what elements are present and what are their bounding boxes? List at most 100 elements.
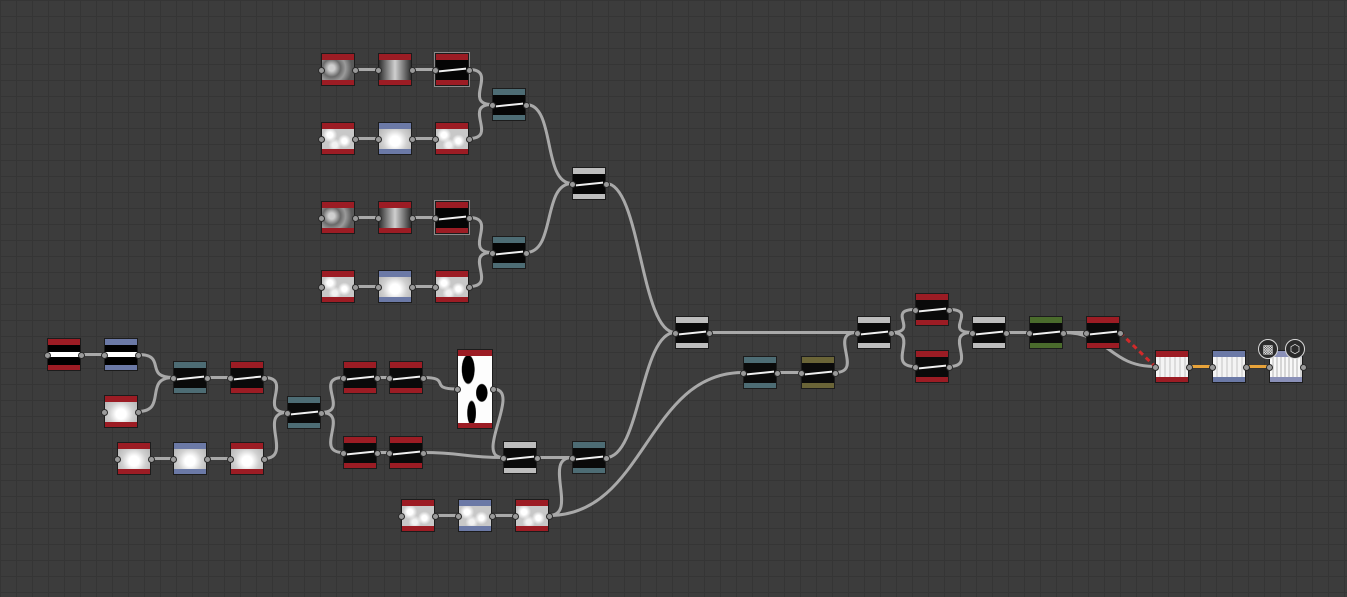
graph-node[interactable]: [47, 338, 81, 371]
connection-wire[interactable]: [605, 331, 676, 459]
connection-wire[interactable]: [834, 331, 858, 374]
graph-node[interactable]: [434, 200, 470, 235]
node-port[interactable]: [204, 374, 211, 382]
node-port[interactable]: [284, 409, 291, 417]
graph-node[interactable]: [457, 349, 493, 429]
connection-wire[interactable]: [948, 331, 973, 368]
connection-wire[interactable]: [525, 182, 573, 254]
connection-wire[interactable]: [468, 103, 493, 140]
node-port[interactable]: [1117, 329, 1124, 337]
graph-node[interactable]: [401, 499, 435, 532]
connection-wire[interactable]: [320, 411, 344, 454]
graph-node[interactable]: [343, 361, 377, 394]
connection-wire[interactable]: [263, 376, 288, 414]
node-port[interactable]: [466, 66, 473, 74]
graph-node[interactable]: [321, 201, 355, 234]
node-port[interactable]: [1083, 329, 1090, 337]
node-port[interactable]: [340, 374, 347, 382]
connection-wire[interactable]: [491, 387, 505, 459]
graph-node[interactable]: [1155, 350, 1189, 383]
graph-node[interactable]: [389, 361, 423, 394]
node-port[interactable]: [454, 386, 461, 393]
connection-wire[interactable]: [422, 376, 458, 391]
graph-node[interactable]: [435, 270, 469, 303]
node-port[interactable]: [432, 283, 439, 291]
node-port[interactable]: [490, 386, 497, 393]
graph-node[interactable]: [104, 395, 138, 428]
graph-node[interactable]: [972, 316, 1006, 349]
graph-node[interactable]: [321, 270, 355, 303]
graph-node[interactable]: [321, 53, 355, 86]
node-port[interactable]: [832, 369, 839, 377]
node-port[interactable]: [375, 66, 382, 74]
node-port[interactable]: [432, 512, 439, 520]
node-port[interactable]: [352, 283, 359, 291]
node-port[interactable]: [386, 449, 393, 457]
node-port[interactable]: [318, 66, 325, 74]
node-port[interactable]: [135, 408, 142, 416]
node-port[interactable]: [946, 363, 953, 371]
graph-node[interactable]: [343, 436, 377, 469]
connection-wire[interactable]: [320, 376, 344, 414]
node-port[interactable]: [603, 454, 610, 462]
node-port[interactable]: [489, 101, 496, 109]
node-port[interactable]: [546, 512, 553, 520]
node-port[interactable]: [1060, 329, 1067, 337]
connection-wire[interactable]: [605, 182, 676, 334]
node-port[interactable]: [1003, 329, 1010, 337]
graph-node[interactable]: [378, 122, 412, 155]
graph-node[interactable]: [434, 52, 470, 87]
connection-wire[interactable]: [948, 308, 973, 334]
node-port[interactable]: [523, 249, 530, 257]
node-port[interactable]: [227, 455, 234, 463]
graph-node[interactable]: [104, 338, 138, 371]
node-port[interactable]: [888, 329, 895, 337]
checker-preview-icon[interactable]: ▩: [1258, 339, 1278, 359]
3d-view-icon[interactable]: ⬡: [1285, 339, 1305, 359]
node-port[interactable]: [318, 283, 325, 291]
node-port[interactable]: [1266, 363, 1273, 371]
node-port[interactable]: [706, 329, 713, 337]
graph-node[interactable]: [915, 293, 949, 326]
graph-node[interactable]: [1029, 316, 1063, 349]
connection-wire[interactable]: [137, 353, 174, 379]
node-port[interactable]: [534, 454, 541, 462]
node-port[interactable]: [114, 455, 121, 463]
node-port[interactable]: [101, 351, 108, 359]
connection-wire[interactable]: [468, 251, 493, 288]
node-port[interactable]: [374, 449, 381, 457]
node-port[interactable]: [1300, 363, 1307, 371]
node-port[interactable]: [170, 374, 177, 382]
node-port[interactable]: [78, 351, 85, 359]
node-port[interactable]: [375, 283, 382, 291]
connection-wire[interactable]: [525, 103, 573, 185]
node-port[interactable]: [352, 135, 359, 143]
graph-node[interactable]: [389, 436, 423, 469]
graph-node[interactable]: [378, 201, 412, 234]
node-port[interactable]: [603, 180, 610, 188]
node-port[interactable]: [352, 66, 359, 74]
graph-node[interactable]: [378, 270, 412, 303]
node-port[interactable]: [170, 455, 177, 463]
node-port[interactable]: [420, 449, 427, 457]
node-port[interactable]: [854, 329, 861, 337]
node-port[interactable]: [500, 454, 507, 462]
node-port[interactable]: [798, 369, 805, 377]
graph-node[interactable]: [230, 361, 264, 394]
graph-node[interactable]: [117, 442, 151, 475]
node-port[interactable]: [432, 135, 439, 143]
node-port[interactable]: [409, 283, 416, 291]
node-port[interactable]: [375, 214, 382, 222]
node-port[interactable]: [969, 329, 976, 337]
node-port[interactable]: [409, 66, 416, 74]
node-port[interactable]: [569, 454, 576, 462]
node-port[interactable]: [340, 449, 347, 457]
node-port[interactable]: [946, 306, 953, 314]
graph-node[interactable]: [515, 499, 549, 532]
connection-wire[interactable]: [548, 371, 744, 517]
graph-node[interactable]: [1086, 316, 1120, 349]
connection-wire[interactable]: [548, 456, 573, 517]
node-port[interactable]: [512, 512, 519, 520]
node-port[interactable]: [261, 455, 268, 463]
